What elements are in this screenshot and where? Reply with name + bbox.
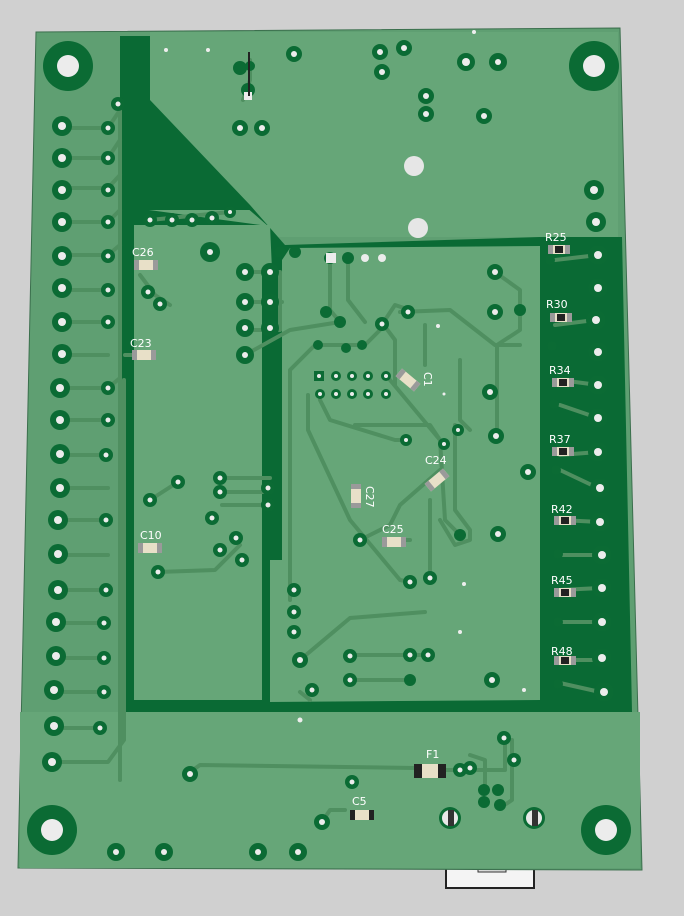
via-group xyxy=(93,40,563,861)
label-r45: R45 xyxy=(551,574,573,587)
label-r25: R25 xyxy=(545,231,567,244)
left-diagonal-pour xyxy=(134,100,250,210)
silkscreen-labels: R25 R30 R34 R37 R42 R45 R48 C26 C23 C10 … xyxy=(130,231,573,808)
label-c26: C26 xyxy=(132,246,154,259)
label-c23: C23 xyxy=(130,337,152,350)
right-header-pads xyxy=(584,180,614,702)
label-c25: C25 xyxy=(382,523,404,536)
smd-fuse xyxy=(414,764,446,778)
smd-resistors xyxy=(548,245,576,665)
label-r30: R30 xyxy=(546,298,568,311)
mounting-hole-group xyxy=(27,41,631,855)
smd-capacitors xyxy=(132,260,450,820)
label-c24: C24 xyxy=(425,454,447,467)
label-r42: R42 xyxy=(551,503,573,516)
label-c1: C1 xyxy=(421,372,434,387)
ic-socket-pins xyxy=(314,371,391,399)
label-c5: C5 xyxy=(352,795,367,808)
label-c10: C10 xyxy=(140,529,162,542)
label-r37: R37 xyxy=(549,433,571,446)
label-f1: F1 xyxy=(426,748,439,761)
label-c27: C27 xyxy=(363,486,376,508)
label-r34: R34 xyxy=(549,364,571,377)
left-header-pads xyxy=(42,116,72,772)
unplated-dots xyxy=(164,30,526,723)
label-r48: R48 xyxy=(551,645,573,658)
